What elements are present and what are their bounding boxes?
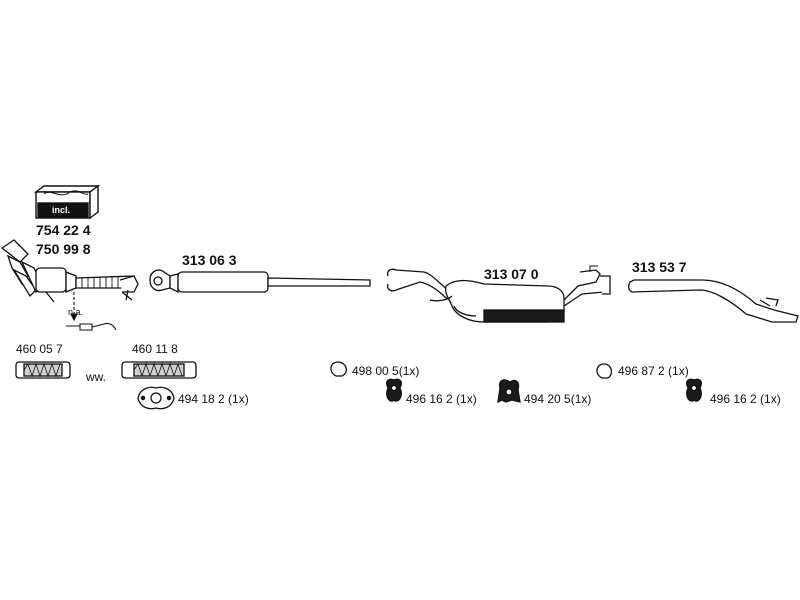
hanger-1-icon xyxy=(386,378,402,402)
part-flex-1: 460 05 7 xyxy=(16,342,63,356)
hanger-2-icon xyxy=(497,379,521,404)
part-front-pipe: 313 06 3 xyxy=(182,252,237,268)
kit-part-a: 754 22 4 xyxy=(36,222,91,238)
part-hanger-2: 494 20 5(1x) xyxy=(524,392,592,406)
gasket-icon xyxy=(137,386,175,410)
flex-pipe-2-icon xyxy=(121,361,197,379)
kit-box-icon xyxy=(33,184,101,220)
note-na: n.a. xyxy=(68,307,84,317)
front-pipe-icon xyxy=(149,269,371,294)
flex-pipe-1-icon xyxy=(15,361,71,379)
part-gasket: 494 18 2 (1x) xyxy=(178,392,249,406)
clamp-2-icon xyxy=(596,363,613,379)
ww-note: ww. xyxy=(86,370,107,384)
lambda-sensor-icon xyxy=(66,292,117,331)
hanger-3-icon xyxy=(686,378,702,402)
part-tail-pipe: 313 53 7 xyxy=(632,259,687,275)
kit-incl-label: incl. xyxy=(52,205,71,215)
part-hanger-1: 496 16 2 (1x) xyxy=(406,392,477,406)
clamp-1-icon xyxy=(330,361,348,377)
part-middle-silencer: 313 07 0 xyxy=(484,266,539,282)
part-clamp-1: 498 00 5(1x) xyxy=(352,364,420,378)
part-clamp-2: 496 87 2 (1x) xyxy=(618,364,689,378)
tail-pipe-icon xyxy=(628,279,799,323)
middle-silencer-icon xyxy=(386,265,611,323)
part-hanger-3: 496 16 2 (1x) xyxy=(710,392,781,406)
part-flex-2: 460 11 8 xyxy=(132,342,178,356)
kit-part-b: 750 99 8 xyxy=(36,241,91,257)
catalytic-converter-icon xyxy=(0,239,139,303)
